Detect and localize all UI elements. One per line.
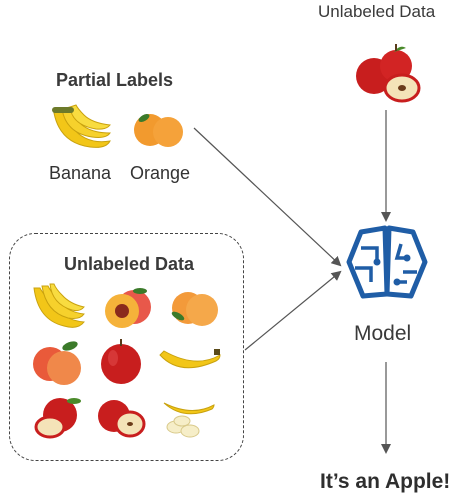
top-unlabeled-title: Unlabeled Data [318,2,436,21]
peach-pair-icon [171,292,218,326]
peach-half-icon [105,288,151,328]
orange-label: Orange [130,163,191,183]
unlabeled-box-title: Unlabeled Data [64,254,195,274]
apple-cut-icon [34,398,81,439]
orange-icon [134,114,183,147]
arrow-unlabeled-to-model [244,270,342,351]
arrow-partial-to-model [193,127,342,267]
banana-label: Banana [49,163,112,183]
partial-labels-title: Partial Labels [56,70,174,90]
banana-bunch-icon [33,283,85,328]
brain-circuit-icon [346,225,428,299]
apples-icon [356,44,421,103]
model-label: Model [354,322,412,345]
single-banana-icon [159,349,221,369]
banana-bunch-icon [52,104,111,148]
peach-pair-icon [33,341,81,385]
apple-pair-cut-icon [98,400,146,438]
result-text: It’s an Apple! [320,470,451,493]
unlabeled-data-box [9,233,244,461]
banana-pieces-icon [163,402,215,438]
apple-icon [101,339,141,384]
